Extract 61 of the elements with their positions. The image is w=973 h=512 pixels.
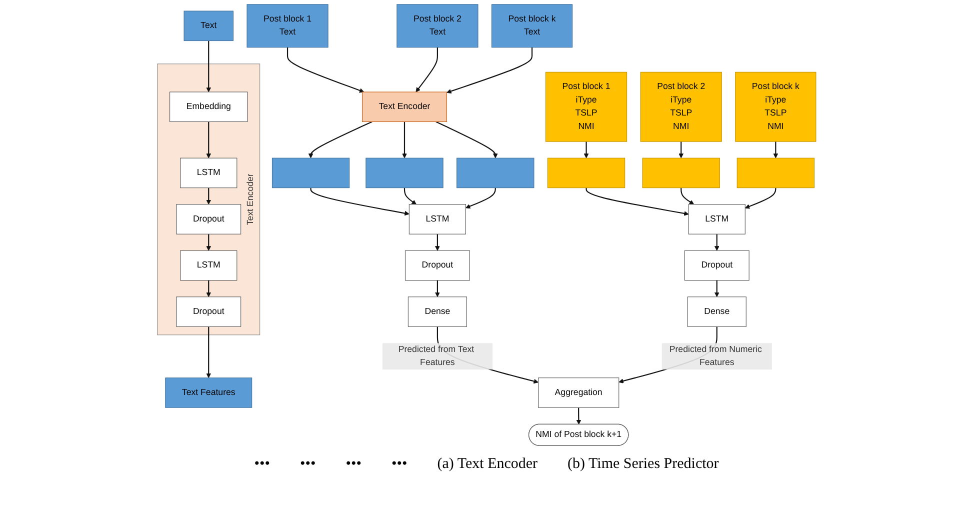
node-box: Post block k Text [491, 4, 572, 48]
caption: (b) Time Series Predictor [568, 456, 719, 473]
arrow [465, 188, 496, 209]
node-bar [547, 158, 625, 188]
ellipsis-mark: ••• [391, 456, 408, 473]
node-box: Dropout [176, 204, 241, 234]
arrow [436, 121, 498, 158]
arrow [286, 47, 364, 93]
arrow [206, 122, 211, 158]
node-box: Dropout [176, 296, 241, 327]
arrow [714, 234, 720, 251]
arrow [773, 142, 778, 158]
arrow [576, 408, 581, 425]
node-box: Post block 1 Text [246, 4, 328, 48]
arrow [206, 280, 211, 298]
node-box: Dropout [404, 250, 470, 281]
node-box: Embedding [169, 92, 248, 122]
arrow [206, 40, 211, 92]
node-bar [456, 158, 534, 188]
arrow [714, 280, 720, 298]
ellipsis-mark: ••• [254, 456, 270, 473]
node-box: Dense [408, 296, 467, 327]
node-box: LSTM [180, 250, 237, 281]
arrow [206, 234, 211, 251]
node-box: Post block 2 iType TSLP NMI [640, 72, 722, 142]
arrow [446, 47, 532, 94]
arrow [586, 188, 689, 216]
arrow [310, 188, 410, 216]
node-bar [736, 158, 814, 188]
arrow [308, 121, 372, 158]
ellipsis-mark: ••• [300, 456, 316, 473]
arrow [744, 188, 776, 209]
ellipsis-mark: ••• [346, 456, 362, 473]
node-box: Text [184, 10, 234, 42]
arrow [402, 122, 407, 158]
arrow [206, 326, 211, 378]
arrow [434, 234, 440, 251]
node-box: LSTM [688, 204, 746, 234]
arrow [206, 188, 211, 205]
caption: (a) Text Encoder [437, 456, 538, 473]
arrow [416, 47, 438, 92]
node-bar [365, 158, 444, 188]
node-box: Dropout [684, 250, 750, 281]
node-box: Text Features [164, 378, 252, 408]
node-bar [642, 158, 720, 188]
node-box: Aggregation [538, 378, 619, 408]
arrow [680, 188, 694, 205]
node-box: LSTM [180, 158, 237, 188]
edge-label: Predicted from Text Features [398, 344, 474, 368]
node-box: Text Encoder [362, 92, 447, 122]
node-box: LSTM [408, 204, 466, 234]
arrow [584, 142, 588, 158]
arrow [404, 188, 416, 205]
arrow [434, 280, 440, 298]
edge-label: Predicted from Numeric Features [669, 344, 762, 368]
node-bar [272, 158, 350, 188]
node-box: Post block k iType TSLP NMI [734, 72, 816, 142]
node-box: Post block 2 Text [396, 4, 478, 48]
node-box: Dense [687, 296, 746, 327]
arrow [678, 142, 684, 158]
node-box: Post block 1 iType TSLP NMI [545, 72, 627, 142]
